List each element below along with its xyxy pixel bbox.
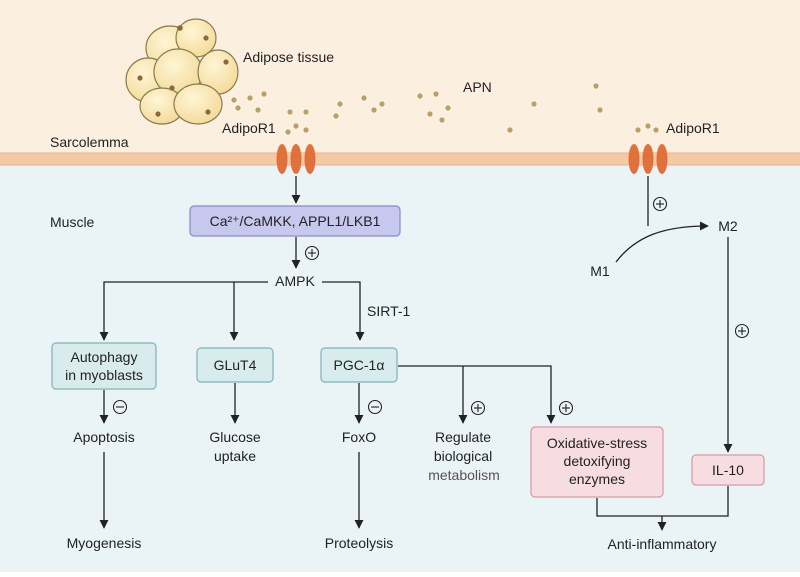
apn-label: APN xyxy=(463,79,492,95)
autophagy-box xyxy=(51,342,157,390)
il10-box xyxy=(691,454,765,486)
camkk-box-label: Ca²⁺/CaMKK, APPL1/LKB1 xyxy=(210,213,381,229)
adipor1-right-label: AdipoR1 xyxy=(666,120,720,136)
autophagy-label-line2: in myoblasts xyxy=(65,367,143,383)
minus-sign-pgc1a xyxy=(367,399,383,415)
oxidative-stress-box xyxy=(530,426,664,498)
apn-particles xyxy=(231,83,659,135)
adipose-tissue-label: Adipose tissue xyxy=(243,49,334,65)
uptake-label: uptake xyxy=(214,448,256,464)
biological-label: biological xyxy=(434,448,492,464)
foxo-label: FoxO xyxy=(342,429,376,445)
plus-sign-adipor1-right xyxy=(652,196,668,212)
m1-label: M1 xyxy=(590,263,610,279)
sarcolemma-membrane xyxy=(0,153,800,165)
adipor1-right-receptor xyxy=(628,144,668,174)
myogenesis-label: Myogenesis xyxy=(67,535,142,551)
oxidative-label-line3: enzymes xyxy=(569,471,625,487)
adipose-tissue-cells xyxy=(125,18,239,125)
apoptosis-label: Apoptosis xyxy=(73,429,134,445)
anti-inflammatory-label: Anti-inflammatory xyxy=(608,536,717,552)
metabolism-label: metabolism xyxy=(428,467,500,483)
sarcolemma-label: Sarcolemma xyxy=(50,134,129,150)
plus-sign-oxidative xyxy=(558,400,574,416)
il10-label: IL-10 xyxy=(712,462,744,478)
adipor1-left-label: AdipoR1 xyxy=(222,120,276,136)
m2-label: M2 xyxy=(718,218,738,234)
adipor1-left-receptor xyxy=(276,144,316,174)
oxidative-label-line1: Oxidative-stress xyxy=(547,435,647,451)
pgc1a-label: PGC-1α xyxy=(334,357,385,373)
muscle-label: Muscle xyxy=(50,214,95,230)
glucose-label: Glucose xyxy=(209,429,261,445)
glut4-label: GLuT4 xyxy=(214,357,257,373)
pgc1a-box xyxy=(320,347,398,383)
oxidative-label-line2: detoxifying xyxy=(564,453,631,469)
minus-sign-autophagy xyxy=(112,399,128,415)
plus-sign-regulate xyxy=(470,400,486,416)
plus-sign-camkk-ampk xyxy=(304,245,320,261)
camkk-box xyxy=(189,205,401,237)
sirt1-label: SIRT-1 xyxy=(367,303,411,319)
regulate-label: Regulate xyxy=(435,429,491,445)
autophagy-label-line1: Autophagy xyxy=(71,349,138,365)
glut4-box xyxy=(196,347,274,383)
ampk-label: AMPK xyxy=(275,273,315,289)
plus-sign-m2-il10 xyxy=(734,323,750,339)
proteolysis-label: Proteolysis xyxy=(325,535,393,551)
